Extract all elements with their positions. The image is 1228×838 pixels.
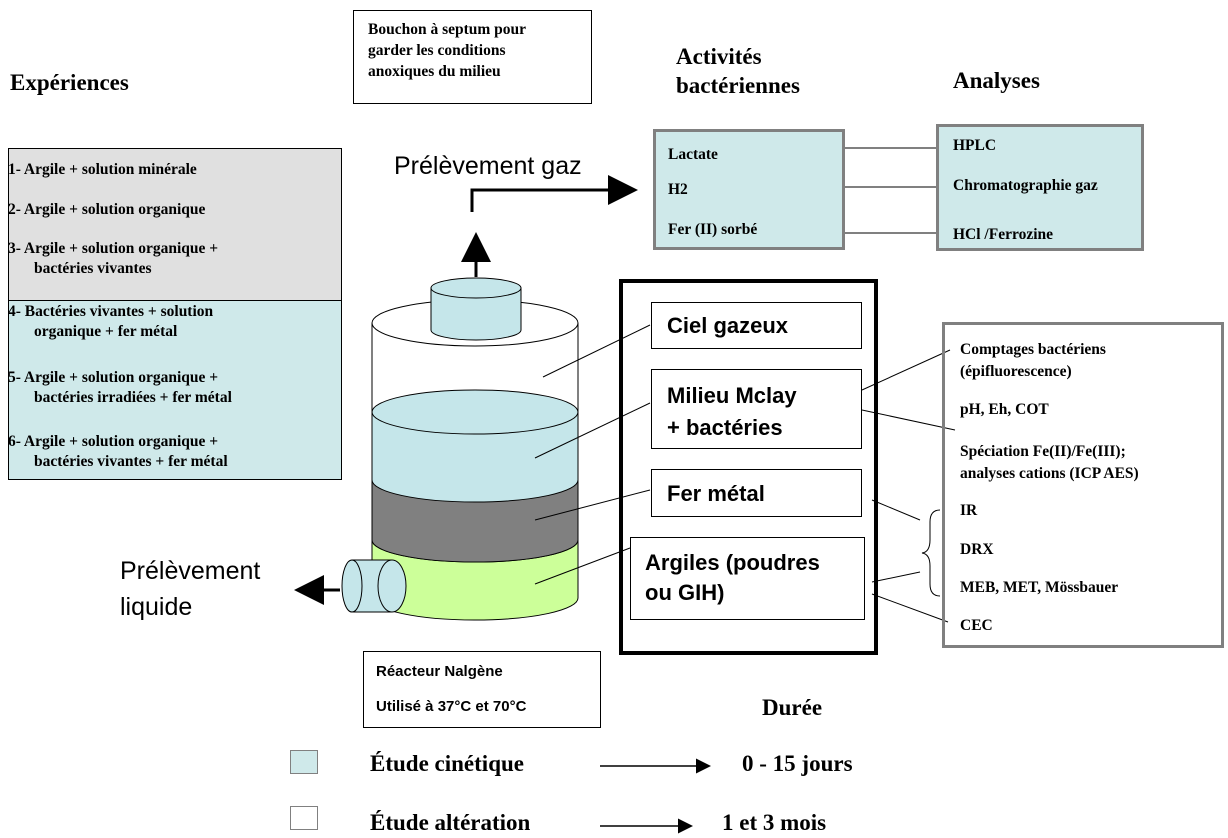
solid-analysis-cec: CEC [960, 617, 993, 634]
solid-analysis-speciation: Spéciation Fe(II)/Fe(III); analyses cati… [960, 441, 1139, 485]
legend-alteration-label: Étude altération [370, 810, 531, 835]
layer-argiles-label: Argiles (poudres ou GIH) [645, 548, 820, 608]
layer-argiles: Argiles (poudres ou GIH) [630, 537, 865, 620]
solid-analysis-meb: MEB, MET, Mössbauer [960, 579, 1119, 596]
septum-note-box: Bouchon à septum pour garder les conditi… [353, 10, 592, 104]
septum-note-line3: anoxiques du milieu [368, 63, 501, 80]
experiments-box-kinetic [8, 300, 342, 480]
experiment-5: 5- Argile + solution organique + bactéri… [8, 368, 232, 408]
experiment-4: 4- Bactéries vivantes + solution organiq… [8, 302, 213, 342]
reactor-cylinder [371, 299, 579, 621]
liquid-sampling-label: Prélèvement liquide [120, 553, 260, 625]
gas-sampling-arrow [461, 175, 638, 277]
reactor-info-line1: Réacteur Nalgène [376, 663, 503, 680]
activity-lactate: Lactate [668, 146, 718, 163]
solid-analyses-box [942, 322, 1224, 648]
experiment-3-line2: bactéries vivantes [34, 260, 152, 277]
liquid-sampling-line1: Prélèvement [120, 557, 261, 585]
activity-connectors [843, 147, 952, 234]
experiment-4-line1: 4- Bactéries vivantes + solution [8, 303, 214, 320]
solid-analysis-comptages: Comptages bactériens (épifluorescence) [960, 339, 1106, 383]
activity-h2: H2 [668, 181, 688, 198]
experiment-1: 1- Argile + solution minérale [8, 161, 197, 178]
header-analyses: Analyses [953, 68, 1040, 93]
header-duree: Durée [762, 695, 823, 720]
legend-alteration-duration: 1 et 3 mois [722, 810, 827, 835]
experiment-3: 3- Argile + solution organique + bactéri… [8, 239, 218, 279]
layer-ciel-gazeux: Ciel gazeux [651, 302, 862, 349]
bacterial-activities-box [653, 129, 845, 250]
layer-connectors [534, 324, 651, 585]
analysis-hplc: HPLC [953, 137, 997, 154]
gas-sampling-label: Prélèvement gaz [394, 152, 582, 180]
experiment-4-line2: organique + fer métal [34, 323, 178, 340]
solid-analysis-comptages-line2: (épifluorescence) [960, 363, 1072, 380]
reactor-layers-frame [619, 279, 878, 655]
solid-analysis-comptages-line1: Comptages bactériens [960, 341, 1106, 358]
experiment-3-line1: 3- Argile + solution organique + [8, 240, 219, 257]
header-activites-line1: Activités [676, 44, 762, 69]
activity-analyses-box [936, 124, 1144, 251]
legend-kinetic-duration: 0 - 15 jours [742, 751, 853, 776]
liquid-sampling-line2: liquide [120, 593, 193, 621]
experiment-5-line2: bactéries irradiées + fer métal [34, 389, 232, 406]
septum-note-line1: Bouchon à septum pour [368, 21, 527, 38]
experiments-box-alteration [8, 148, 342, 301]
layer-argiles-line2: ou GIH) [645, 580, 725, 605]
legend-kinetic-label: Étude cinétique [370, 751, 524, 776]
header-activites: Activités bactériennes [676, 42, 800, 100]
header-experiences: Expériences [10, 70, 129, 95]
solid-analysis-ph: pH, Eh, COT [960, 401, 1049, 418]
experiment-5-line1: 5- Argile + solution organique + [8, 369, 219, 386]
legend-swatch-kinetic [290, 750, 318, 774]
septum-cap [430, 277, 522, 341]
analysis-chromatographie: Chromatographie gaz [953, 177, 1098, 194]
experiment-6-line1: 6- Argile + solution organique + [8, 433, 219, 450]
activity-fer-sorbe: Fer (II) sorbé [668, 221, 758, 238]
experiment-2: 2- Argile + solution organique [8, 201, 206, 218]
reactor-info-box: Réacteur Nalgène Utilisé à 37°C et 70°C [363, 651, 601, 728]
liquid-port [341, 559, 407, 613]
layer-milieu: Milieu Mclay + bactéries [651, 369, 862, 449]
solid-analysis-speciation-line1: Spéciation Fe(II)/Fe(III); [960, 443, 1126, 460]
septum-note-line2: garder les conditions [368, 42, 506, 59]
layer-argiles-line1: Argiles (poudres [645, 550, 820, 575]
reactor-info-line2: Utilisé à 37°C et 70°C [376, 698, 527, 715]
legend-arrows [600, 758, 711, 834]
solid-analysis-ir: IR [960, 502, 978, 519]
layer-milieu-label: Milieu Mclay + bactéries [667, 380, 797, 444]
layer-milieu-line2: + bactéries [667, 415, 783, 440]
experiment-6-line2: bactéries vivantes + fer métal [34, 453, 228, 470]
analysis-ferrozine: HCl /Ferrozine [953, 226, 1054, 243]
layer-fer-metal-label: Fer métal [667, 481, 765, 506]
legend-swatch-alteration [290, 806, 318, 830]
experiment-6: 6- Argile + solution organique + bactéri… [8, 432, 228, 472]
header-activites-line2: bactériennes [676, 73, 800, 98]
layer-milieu-line1: Milieu Mclay [667, 383, 797, 408]
layer-ciel-gazeux-label: Ciel gazeux [667, 313, 789, 338]
solid-analysis-drx: DRX [960, 541, 994, 558]
layer-fer-metal: Fer métal [651, 469, 862, 517]
curly-brace [921, 509, 941, 597]
solid-analysis-speciation-line2: analyses cations (ICP AES) [960, 465, 1139, 482]
